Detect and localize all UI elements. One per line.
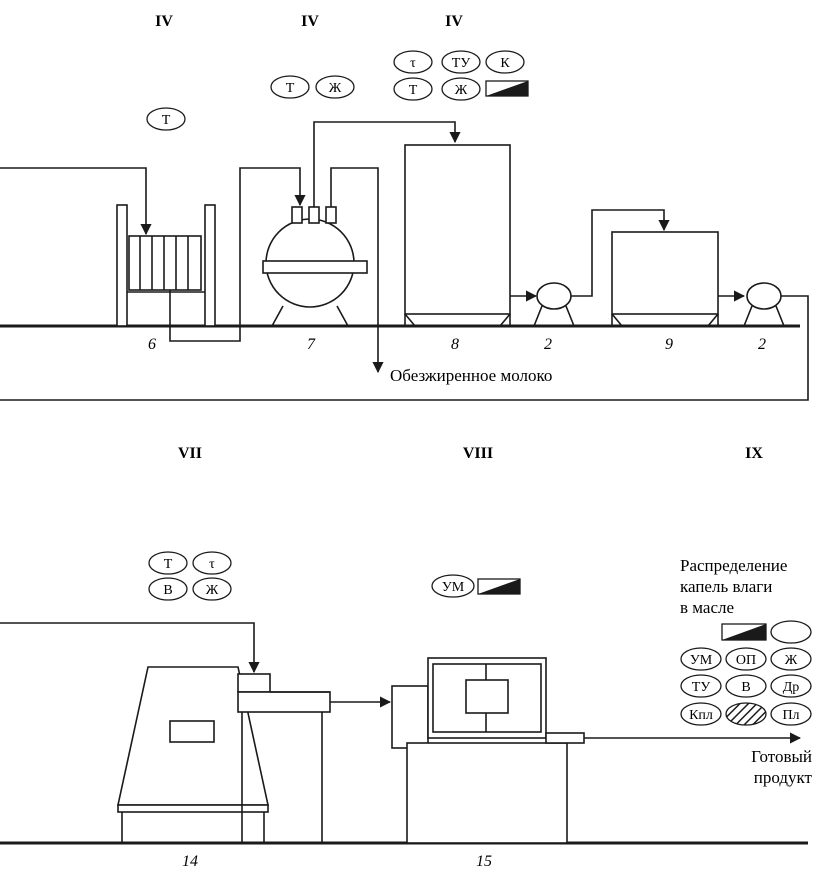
unit15-symbols: УМ — [431, 574, 521, 598]
symbol-label: Др — [783, 680, 800, 695]
unit-number: 2 — [544, 336, 552, 353]
gradient-wedge-icon — [721, 623, 767, 641]
unit15-processor — [391, 657, 802, 844]
distribution-caption: Распределение капель влаги в масле — [680, 556, 787, 617]
pump-2 — [0, 282, 809, 401]
hatched-oval-icon — [725, 702, 767, 726]
symbol-label: Пл — [782, 708, 799, 723]
symbol-label: Т — [286, 81, 295, 96]
bottom-stage-labels: VII VIII IX — [178, 445, 763, 462]
unit6-plate-exchanger — [0, 167, 306, 342]
unit8-container — [404, 144, 538, 327]
unit8-symbols: τ ТУ К Т Ж — [393, 50, 529, 101]
unit14-churn — [0, 622, 392, 843]
unit7-tank — [262, 121, 461, 374]
unit-number: 15 — [476, 853, 492, 870]
symbol-label: Т — [162, 113, 171, 128]
symbol-label: Т — [409, 83, 418, 98]
symbol-label: В — [163, 583, 172, 598]
skim-milk-label: Обезжиренное молоко — [390, 366, 552, 385]
caption-line: Распределение — [680, 556, 787, 575]
unit-number: 6 — [148, 336, 156, 353]
symbol-label: ТУ — [452, 56, 471, 71]
unit9-container — [611, 231, 746, 327]
top-unit-numbers: 6 7 8 2 9 2 — [148, 336, 766, 353]
symbol-label: УМ — [442, 580, 465, 595]
symbol-label: τ — [410, 56, 416, 71]
bottom-unit-numbers: 14 15 — [182, 853, 492, 870]
finished-product-caption: Готовый продукт — [751, 747, 812, 787]
unit6-symbols: Т — [146, 107, 186, 131]
symbol-label: Ж — [329, 81, 342, 96]
unit7-symbols: Т Ж — [270, 75, 355, 99]
gradient-wedge-icon — [477, 578, 521, 595]
final-symbols: УМ ОП Ж ТУ В Др Кпл Пл — [680, 620, 812, 726]
top-stage-labels: IV IV IV — [155, 13, 463, 30]
symbol-label: УМ — [690, 653, 713, 668]
stage-label: VII — [178, 445, 202, 462]
unit-number: 9 — [665, 336, 673, 353]
unit-number: 14 — [182, 853, 198, 870]
stage-label: IV — [301, 13, 319, 30]
symbol-label: В — [741, 680, 750, 695]
stage-label: IV — [155, 13, 173, 30]
unit14-symbols: Т τ В Ж — [148, 551, 232, 601]
unit-number: 2 — [758, 336, 766, 353]
empty-oval-icon — [770, 620, 812, 644]
pump-1 — [533, 209, 670, 327]
caption-line: Готовый — [751, 747, 812, 766]
unit-number: 7 — [307, 336, 316, 353]
symbol-label: Ж — [455, 83, 468, 98]
gradient-wedge-icon — [485, 80, 529, 97]
caption-line: в масле — [680, 598, 734, 617]
caption-line: продукт — [754, 768, 813, 787]
symbol-label: τ — [209, 557, 215, 572]
symbol-label: Ж — [206, 583, 219, 598]
symbol-label: Кпл — [689, 708, 713, 723]
stage-label: IV — [445, 13, 463, 30]
symbol-label: Ж — [785, 653, 798, 668]
caption-line: капель влаги — [680, 577, 772, 596]
unit-number: 8 — [451, 336, 459, 353]
symbol-label: К — [500, 56, 510, 71]
stage-label: VIII — [463, 445, 493, 462]
stage-label: IX — [745, 445, 763, 462]
symbol-label: ТУ — [692, 680, 711, 695]
symbol-label: ОП — [736, 653, 756, 668]
symbol-label: Т — [164, 557, 173, 572]
